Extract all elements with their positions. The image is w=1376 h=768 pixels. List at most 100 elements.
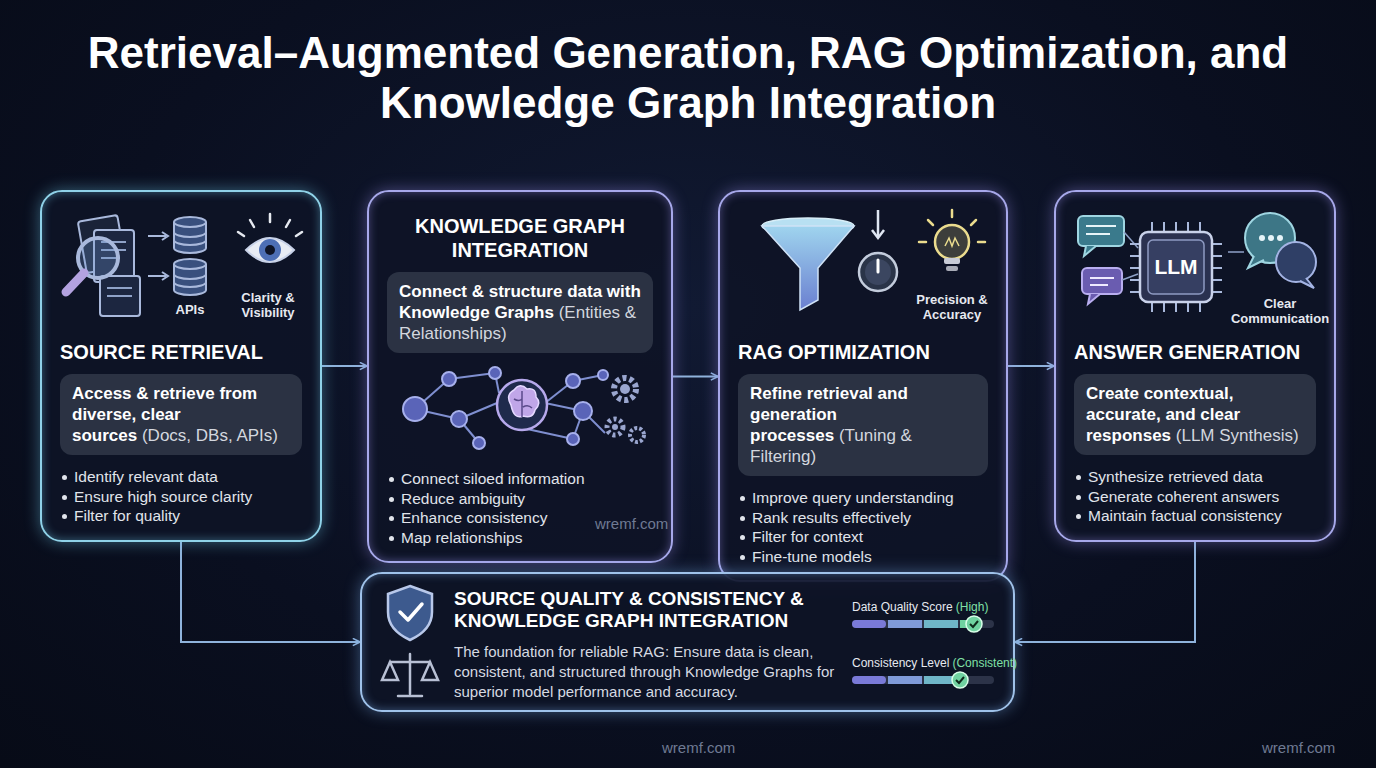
bullet-dot [62,495,67,500]
icon-shape [859,253,897,291]
icon-shape [265,245,275,255]
icon-shape [250,220,254,227]
bullet-text: Rank results effectively [752,509,911,526]
icon-shape [630,428,644,442]
stage-panel: APIsClarity & VisibilitySOURCE RETRIEVAL… [40,190,322,542]
bullet-item: Maintain factual consistency [1074,506,1316,526]
icon-shape [888,620,922,628]
icon-shape [566,374,580,388]
icon-shape [970,621,978,627]
icon-shape [148,235,166,237]
bullet-dot [1076,475,1081,480]
icon-shape [935,225,969,259]
bullet-text: Filter for quality [74,507,180,524]
bullet-text: Generate coherent answers [1088,488,1279,505]
diagram-title: Retrieval–Augmented Generation, RAG Opti… [38,28,1338,128]
icon-shape [390,661,430,664]
icon-shape [382,662,398,680]
icon-area: Precision & Accuracy [738,192,988,340]
meter-label: Consistency Level(Consistent) [852,656,1017,670]
icon-shape [945,238,959,246]
icon-caption: Clear Communication [1226,296,1334,326]
icon-shape [1300,278,1314,288]
icon-shape [1130,222,1222,312]
icon-shape [174,282,206,287]
stage-panel: LLMClear CommunicationANSWER GENERATIONC… [1054,190,1336,542]
icon-shape [1199,222,1201,232]
icon-shape [162,272,168,280]
icon-shape [877,210,880,236]
icon-shape [928,220,933,225]
icon-shape [1130,279,1140,281]
icon-shape [382,654,438,696]
icon-shape [174,240,206,245]
subtitle-slot: Access & retrieve from diverse, clear so… [60,374,302,455]
icon-shape [246,238,294,262]
bullet-text: Map relationships [401,529,522,546]
icon-shape [162,232,168,240]
icon-shape [1090,284,1108,286]
icon-shape [1130,267,1140,269]
icon-shape [1084,246,1096,256]
subtitle-slot: Refine retrieval and generation processe… [738,374,988,476]
icon-shape [877,260,880,272]
stage-panel: KNOWLEDGE GRAPH INTEGRATIONConnect & str… [367,190,673,563]
bullet-item: Reduce ambiguity [387,489,653,509]
icon-shape [1259,235,1265,241]
icon-shape [852,676,886,684]
bullet-dot [389,497,394,502]
icon-shape [1187,222,1189,232]
icon-shape [100,276,140,316]
icon-shape [286,220,290,227]
bullet-list: Synthesize retrieved dataGenerate cohere… [1074,467,1316,526]
icon-shape [1187,302,1189,312]
icon-shape [1163,302,1165,312]
icon-shape [527,429,573,439]
icon-shape [296,232,302,236]
icon-shape [403,367,608,449]
bullet-dot [62,514,67,519]
icon-shape [238,214,302,236]
bullet-dot [62,475,67,480]
panel-body: The foundation for reliable RAG: Ensure … [454,642,846,702]
watermark: wremf.com [662,739,735,757]
bullet-dot [389,477,394,482]
foundation-panel: SOURCE QUALITY & CONSISTENCY & KNOWLEDGE… [360,572,1015,712]
bullet-text: Identify relevant data [74,468,218,485]
icon-shape [888,676,922,684]
icon-shape [614,378,636,400]
icon-shape [1124,232,1138,248]
subtitle-box: Refine retrieval and generation processe… [738,374,988,476]
icon-area: LLMClear Communication [1074,192,1316,340]
icon-shape [66,273,84,292]
bullet-text: Enhance consistency [401,509,547,526]
icon-shape [509,386,539,417]
icon-shape [1175,302,1177,312]
bullet-dot [740,555,745,560]
meter-name: Data Quality Score [852,600,953,614]
icon-shape [1212,255,1222,257]
subtitle-slot: Create contextual, accurate, and clear r… [1074,374,1316,455]
icon-shape [607,419,623,435]
bullet-text: Ensure high source clarity [74,488,252,505]
subtitle-box: Create contextual, accurate, and clear r… [1074,374,1316,455]
icon-shape [1086,233,1110,235]
icon-shape [978,241,985,244]
icon-shape [1130,243,1140,245]
icon-shape [1276,242,1316,282]
icon-shape [852,616,994,688]
icon-shape [946,266,958,271]
bullet-item: Improve query understanding [738,488,988,508]
icon-shape [107,287,132,289]
bullet-list: Improve query understandingRank results … [738,488,988,566]
subtitle-note: (Docs, DBs, APIs) [142,426,278,445]
icon-shape [1086,225,1116,227]
icon-shape [919,210,985,242]
flow-arrow [1015,542,1195,642]
icon-area: APIsClarity & Visibility [60,192,302,340]
bullet-text: Synthesize retrieved data [1088,468,1263,485]
icon-shape [442,372,456,386]
bullet-item: Synthesize retrieved data [1074,467,1316,487]
icon-shape [1212,279,1222,281]
